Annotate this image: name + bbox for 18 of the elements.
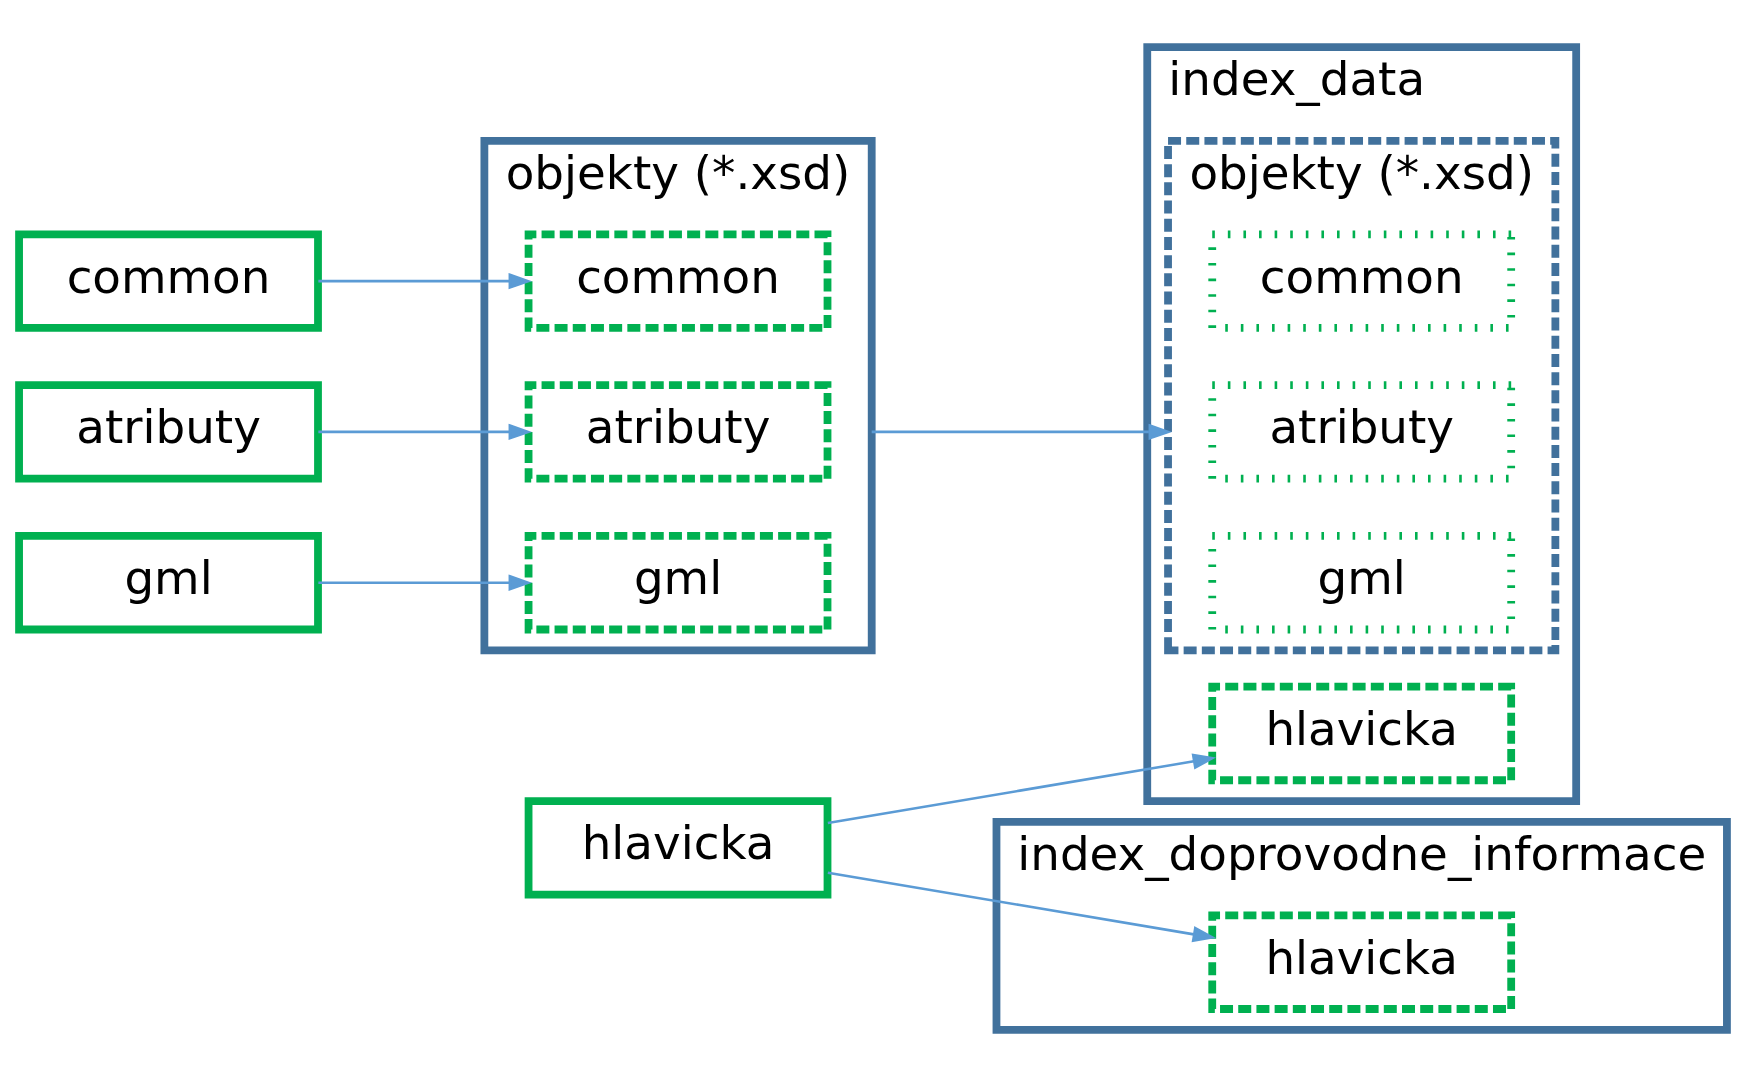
node-box: atributy [524, 381, 832, 483]
arrow [827, 753, 1217, 825]
node-box: atributy [15, 381, 322, 483]
arrow [871, 423, 1172, 441]
arrow [318, 423, 532, 441]
node-box: hlavicka [524, 797, 832, 899]
node-box: common [524, 230, 832, 332]
node-box: common [15, 230, 322, 332]
arrow [827, 871, 1217, 943]
arrow [318, 574, 532, 591]
node-box: atributy [1208, 381, 1516, 483]
arrow [318, 272, 532, 290]
node-box: gml [524, 532, 832, 634]
node-box: common [1208, 230, 1516, 332]
node-box: hlavicka [1208, 682, 1516, 785]
node-box: hlavicka [1208, 911, 1516, 1013]
node-box: gml [15, 532, 322, 634]
node-box: gml [1208, 532, 1516, 634]
